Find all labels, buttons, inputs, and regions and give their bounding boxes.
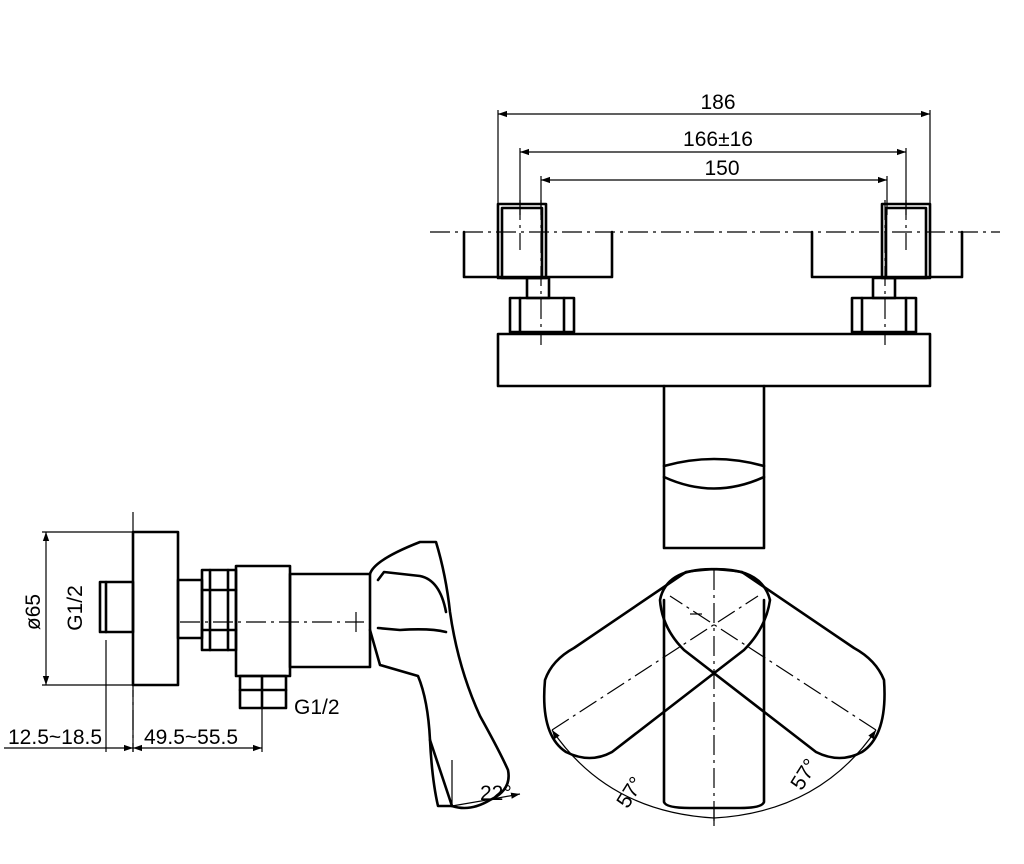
top-view: 186 166±16 150 xyxy=(430,91,1000,550)
dim-swing-angle-left: 57° xyxy=(612,773,648,812)
label-inlet-thread: G1/2 xyxy=(64,585,87,631)
plan-lever-right xyxy=(658,568,886,760)
lever-handle-front xyxy=(662,384,766,550)
right-eccentric-stub xyxy=(850,200,932,345)
dim-body-range: 49.5~55.5 xyxy=(144,726,238,749)
dim-lever-angle: 22° xyxy=(480,782,512,805)
dimension-lines-top xyxy=(497,110,931,232)
label-outlet-thread: G1/2 xyxy=(294,696,340,719)
plan-lever-left xyxy=(542,568,772,760)
side-body xyxy=(234,564,292,678)
dim-wall-offset-range: 12.5~18.5 xyxy=(8,726,102,749)
side-view: ø65 G1/2 G1/2 22° xyxy=(4,512,521,810)
side-inlet-thread xyxy=(98,580,135,634)
side-escutcheon xyxy=(131,530,180,687)
dim-overall-width: 186 xyxy=(700,91,735,114)
side-union-nut xyxy=(200,568,238,652)
dim-inlet-range: 166±16 xyxy=(683,128,753,151)
dim-flange-diameter: ø65 xyxy=(22,594,45,630)
dim-swing-angle-right: 57° xyxy=(786,755,822,794)
plan-body xyxy=(662,598,766,810)
plan-view: 57° 57° xyxy=(542,568,886,826)
dim-inlet-center: 150 xyxy=(704,157,739,180)
left-escutcheon xyxy=(462,230,614,279)
mixer-body xyxy=(496,332,932,388)
left-eccentric-stub xyxy=(496,200,576,345)
side-lever xyxy=(368,540,510,810)
